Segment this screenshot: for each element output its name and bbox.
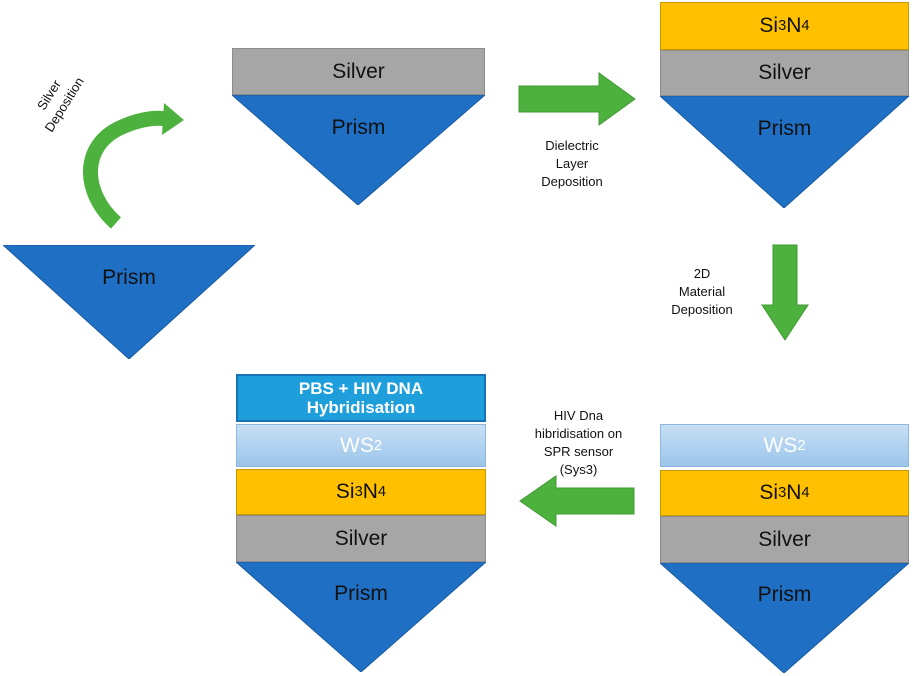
prism-stage3	[660, 96, 909, 208]
prism-stage4	[660, 563, 909, 673]
prism-stage5	[236, 562, 486, 672]
prism-label-stage5: Prism	[334, 582, 388, 605]
silver-layer-stage3: Silver	[660, 50, 909, 96]
prism-label-stage2: Prism	[331, 116, 386, 139]
prism-label-stage3: Prism	[757, 117, 812, 140]
silver-layer-stage2: Silver	[232, 48, 485, 95]
prism-stage1	[3, 245, 255, 359]
prism-label-stage1: Prism	[102, 266, 156, 289]
2d-material-deposition-label: 2D Material Deposition	[671, 266, 733, 317]
silver-layer-stage4: Silver	[660, 516, 909, 563]
prism-label-stage4: Prism	[757, 583, 812, 606]
pbs-hiv-dna-layer: PBS + HIV DNA Hybridisation	[236, 374, 486, 422]
arrow-left-icon	[519, 475, 635, 527]
curved-arrow-icon	[83, 103, 184, 229]
prism-stage2	[232, 95, 485, 205]
dielectric-deposition-label: Dielectric Layer Deposition	[541, 138, 603, 189]
hybridisation-label: HIV Dna hibridisation on SPR sensor (Sys…	[534, 408, 623, 477]
silver-layer-stage5: Silver	[236, 515, 486, 562]
arrow-down-icon	[761, 244, 809, 341]
arrow-right-icon	[518, 72, 636, 126]
